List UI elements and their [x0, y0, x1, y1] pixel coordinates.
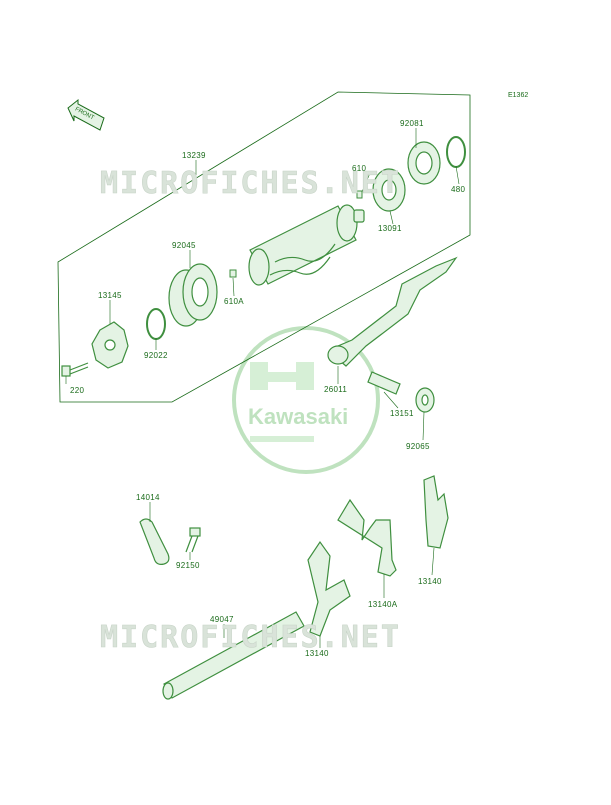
kawasaki-brand: Kawasaki — [248, 404, 349, 429]
part-label: 13091 — [378, 224, 402, 233]
part-label: 26011 — [324, 385, 348, 394]
part-label: 14014 — [136, 493, 160, 502]
part-label: 220 — [70, 386, 85, 395]
shift-fork-middle — [337, 498, 397, 577]
part-label: 92045 — [172, 241, 196, 250]
part-label: 49047 — [210, 615, 234, 624]
bolt-92150 — [185, 527, 201, 553]
washer-92065 — [415, 387, 435, 413]
part-label: 13145 — [98, 291, 122, 300]
part-label: 92022 — [144, 351, 168, 360]
part-label: 92081 — [400, 119, 424, 128]
spring-13151 — [367, 371, 401, 395]
part-label: 610A — [224, 297, 244, 306]
shift-plate-13145 — [91, 321, 129, 369]
part-label: 13151 — [390, 409, 414, 418]
ring-92022 — [146, 308, 166, 340]
circlip-480 — [446, 136, 466, 168]
diagram-code: E1362 — [508, 92, 529, 99]
part-label: 13140 — [305, 649, 329, 658]
front-arrow-icon — [67, 98, 105, 131]
watermark-top: MICROFICHES.NET — [100, 166, 401, 202]
part-label: 92065 — [406, 442, 430, 451]
fork-shaft-49047 — [162, 611, 305, 700]
part-label: 13239 — [182, 151, 206, 160]
shift-shaft-26011 — [327, 256, 458, 367]
shift-fork-left — [307, 540, 351, 637]
gear-92081 — [407, 141, 441, 185]
shift-fork-right — [423, 475, 449, 549]
kawasaki-logo — [232, 326, 380, 474]
pin-610a — [229, 269, 237, 278]
bolt-220 — [61, 362, 89, 377]
leader-lines — [65, 128, 460, 648]
part-label: 13140 — [418, 577, 442, 586]
watermark-bottom: MICROFICHES.NET — [100, 620, 401, 656]
part-label: 13140A — [368, 600, 398, 609]
part-label: 610 — [352, 164, 367, 173]
pin-610 — [356, 190, 363, 199]
plate-14014 — [139, 518, 170, 565]
shift-drum — [248, 204, 365, 286]
bearing — [168, 263, 218, 327]
cam-13091 — [372, 168, 406, 212]
assembly-boundary — [57, 91, 471, 403]
part-label: 92150 — [176, 561, 200, 570]
part-label: 480 — [451, 185, 466, 194]
